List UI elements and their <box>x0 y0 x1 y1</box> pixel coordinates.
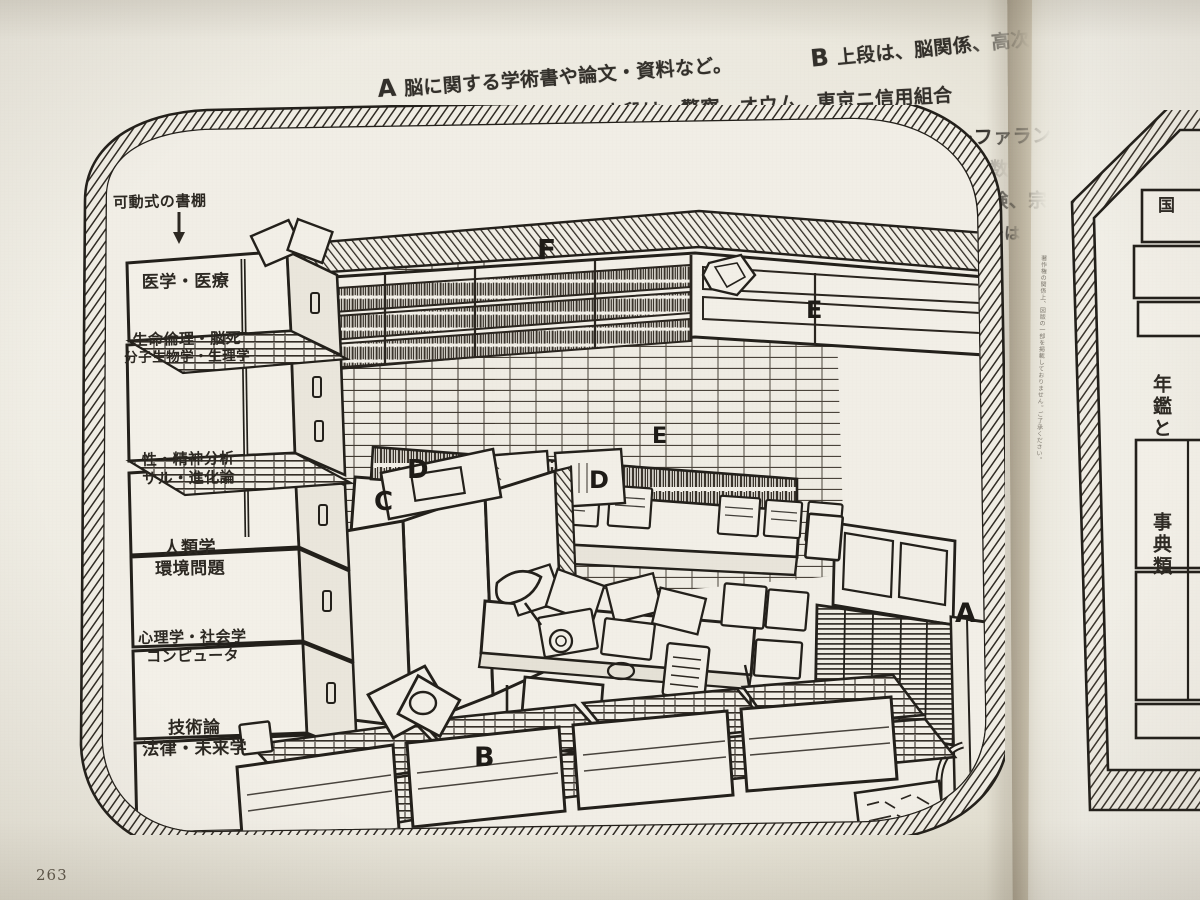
shelf-label-6: 技術論 法律・未来学 <box>142 717 248 761</box>
shelf-label-1: 医学・医療 <box>141 271 230 293</box>
zone-label-c: C <box>374 487 394 517</box>
shelf-label-4: 人類学 環境問題 <box>155 537 226 580</box>
shelf-label-3: 性・精神分析 サル・進化論 <box>141 449 236 488</box>
movable-shelf-annotation: 可動式の書棚 <box>112 191 207 212</box>
zone-label-d2: D <box>589 466 609 494</box>
zone-label-d: D <box>407 455 429 485</box>
right-page-illustration <box>1070 110 1200 812</box>
caption-key-b: B <box>809 42 832 73</box>
right-page-box-glyph: 国 <box>1154 196 1174 216</box>
room-illustration <box>55 105 1005 835</box>
shelf-label-2: 生命倫理・脳死 分子生物学・生理学 <box>124 329 251 366</box>
caption-key-a: A <box>376 73 399 103</box>
zone-label-e2: E <box>652 424 668 449</box>
zone-label-a: A <box>955 598 976 629</box>
down-arrow-icon <box>173 212 185 244</box>
page-number: 263 <box>36 866 68 884</box>
zone-label-e: E <box>806 296 823 324</box>
right-page-label-nenkan: 年鑑と <box>1150 374 1172 440</box>
caption-line-b: B 上段は、脳関係、高次 <box>809 23 1031 72</box>
zone-label-b: B <box>474 742 495 773</box>
caption-text-b: 上段は、脳関係、高次 <box>835 28 1032 70</box>
right-page-label-jiten: 事典類 <box>1150 512 1172 578</box>
zone-label-f: F <box>537 233 557 266</box>
shelf-label-5: 心理学・社会学 コンピュータ <box>137 627 247 666</box>
caption-text-a: 脳に関する学術書や論文・資料など。 <box>403 54 733 101</box>
